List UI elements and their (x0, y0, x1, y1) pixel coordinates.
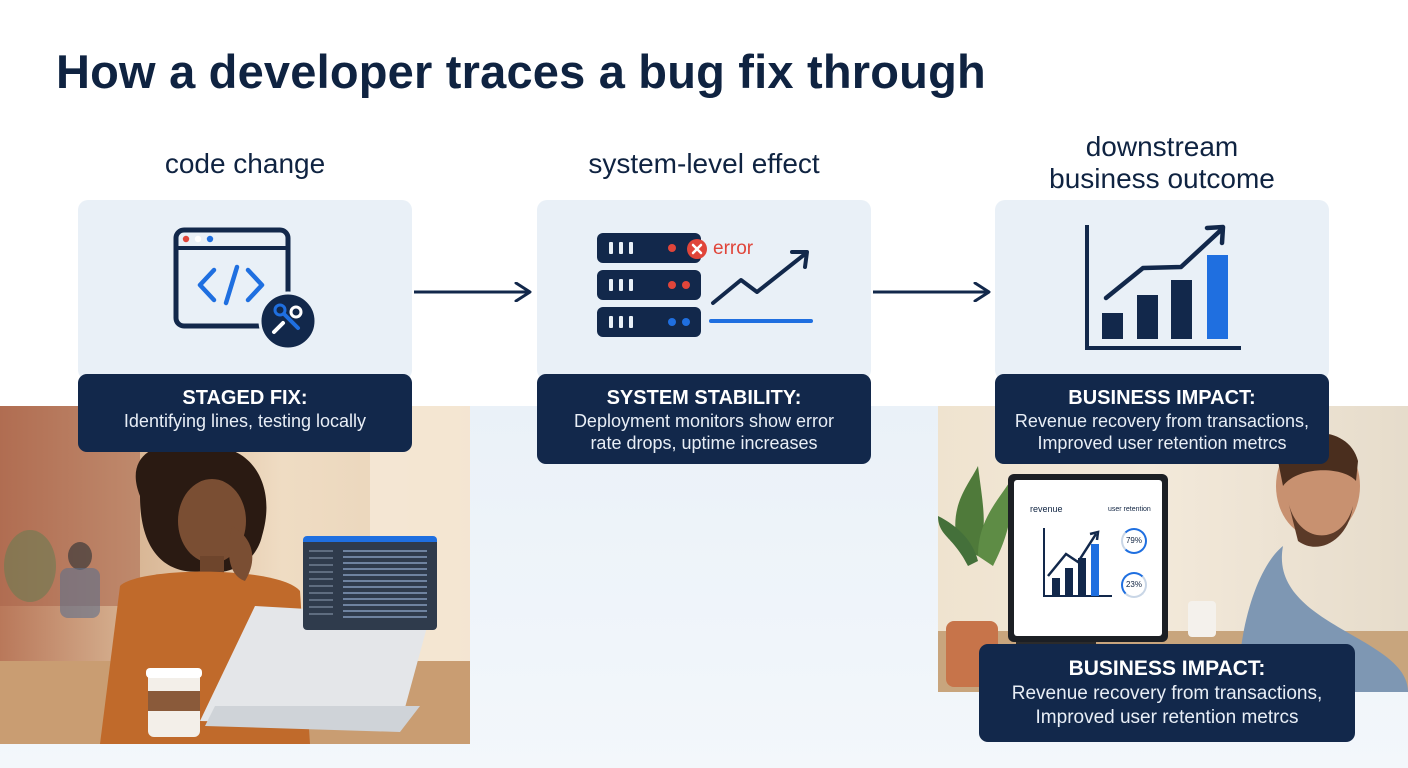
heading-line-2: business outcome (1049, 163, 1275, 194)
revenue-monitor: revenue user retention 79% 23% (1008, 474, 1168, 642)
panel-code-change (78, 200, 412, 380)
code-window-icon (173, 227, 318, 351)
caption-business-impact: BUSINESS IMPACT: Revenue recovery from t… (995, 374, 1329, 464)
monitor-chart (1043, 528, 1112, 597)
heading-system-level-effect: system-level effect (588, 148, 820, 179)
monitor-label-revenue: revenue (1030, 504, 1063, 514)
caption-business-impact-bottom: BUSINESS IMPACT: Revenue recovery from t… (979, 644, 1355, 742)
caption-line: Improved user retention metrcs (1037, 433, 1287, 453)
panel-business-outcome (995, 200, 1329, 380)
caption-line: Identifying lines, testing locally (123, 411, 367, 431)
caption-line: Revenue recovery from transactions, (1011, 683, 1323, 704)
server-error-icon (597, 233, 813, 337)
monitor-stat-1: 79% (1125, 536, 1142, 545)
caption-title: BUSINESS IMPACT: (1068, 387, 1256, 409)
page-title: How a developer traces a bug fix through (56, 45, 986, 98)
caption-title: STAGED FIX: (182, 387, 308, 409)
caption-line: Deployment monitors show error (573, 411, 835, 431)
monitor-screen: revenue user retention 79% 23% (1014, 480, 1162, 636)
caption-line: Improved user retention metrcs (1035, 707, 1299, 728)
caption-line: Revenue recovery from transactions, (1014, 411, 1310, 431)
heading-code-change: code change (164, 148, 326, 179)
retention-ring-2 (1121, 572, 1147, 598)
arrow-right-icon (414, 282, 532, 302)
bar-chart-growth-icon (1085, 224, 1241, 350)
panel-system-effect: error (537, 200, 871, 380)
monitor-label-user-retention: user retention (1108, 506, 1151, 513)
error-badge-label: error (713, 238, 754, 259)
caption-title: BUSINESS IMPACT: (1068, 657, 1266, 680)
retention-ring-1 (1121, 528, 1147, 554)
heading-line-1: downstream (1085, 131, 1239, 162)
heading-business-outcome: downstream business outcome (995, 131, 1329, 195)
arrow-right-icon (873, 282, 991, 302)
caption-line: rate drops, uptime increases (590, 433, 818, 453)
code-screen-overlay (303, 536, 437, 630)
monitor-stat-2: 23% (1125, 580, 1142, 589)
developer-photo (0, 406, 470, 744)
caption-title: SYSTEM STABILITY: (606, 387, 802, 409)
caption-staged-fix: STAGED FIX: Identifying lines, testing l… (78, 374, 412, 452)
caption-system-stability: SYSTEM STABILITY: Deployment monitors sh… (537, 374, 871, 464)
